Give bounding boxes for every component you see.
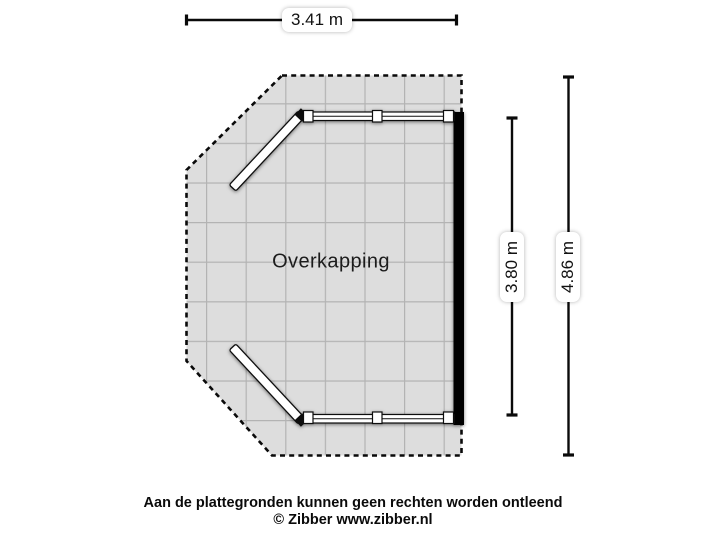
floor-outline	[185, 74, 463, 457]
copyright-text: © Zibber www.zibber.nl	[273, 512, 433, 528]
top-railing-post-middle	[371, 109, 383, 123]
top-railing-post-left	[302, 109, 314, 123]
bottom-railing	[229, 344, 456, 427]
top-railing	[229, 108, 456, 191]
disclaimer-text: Aan de plattegronden kunnen geen rechten…	[143, 495, 563, 511]
bottom-railing-post-left	[302, 411, 314, 425]
bottom-railing-post-right	[442, 411, 455, 425]
footer: Aan de plattegronden kunnen geen rechten…	[0, 495, 706, 529]
bottom-railing-post-middle	[371, 411, 383, 425]
room-label: Overkapping	[272, 250, 390, 273]
dimension-label-width: 3.41 m	[282, 8, 352, 32]
right-wall	[453, 112, 464, 425]
dimension-label-height-inner: 3.80 m	[500, 232, 524, 302]
dimension-label-height-outer: 4.86 m	[556, 232, 580, 302]
top-railing-post-right	[442, 109, 455, 123]
